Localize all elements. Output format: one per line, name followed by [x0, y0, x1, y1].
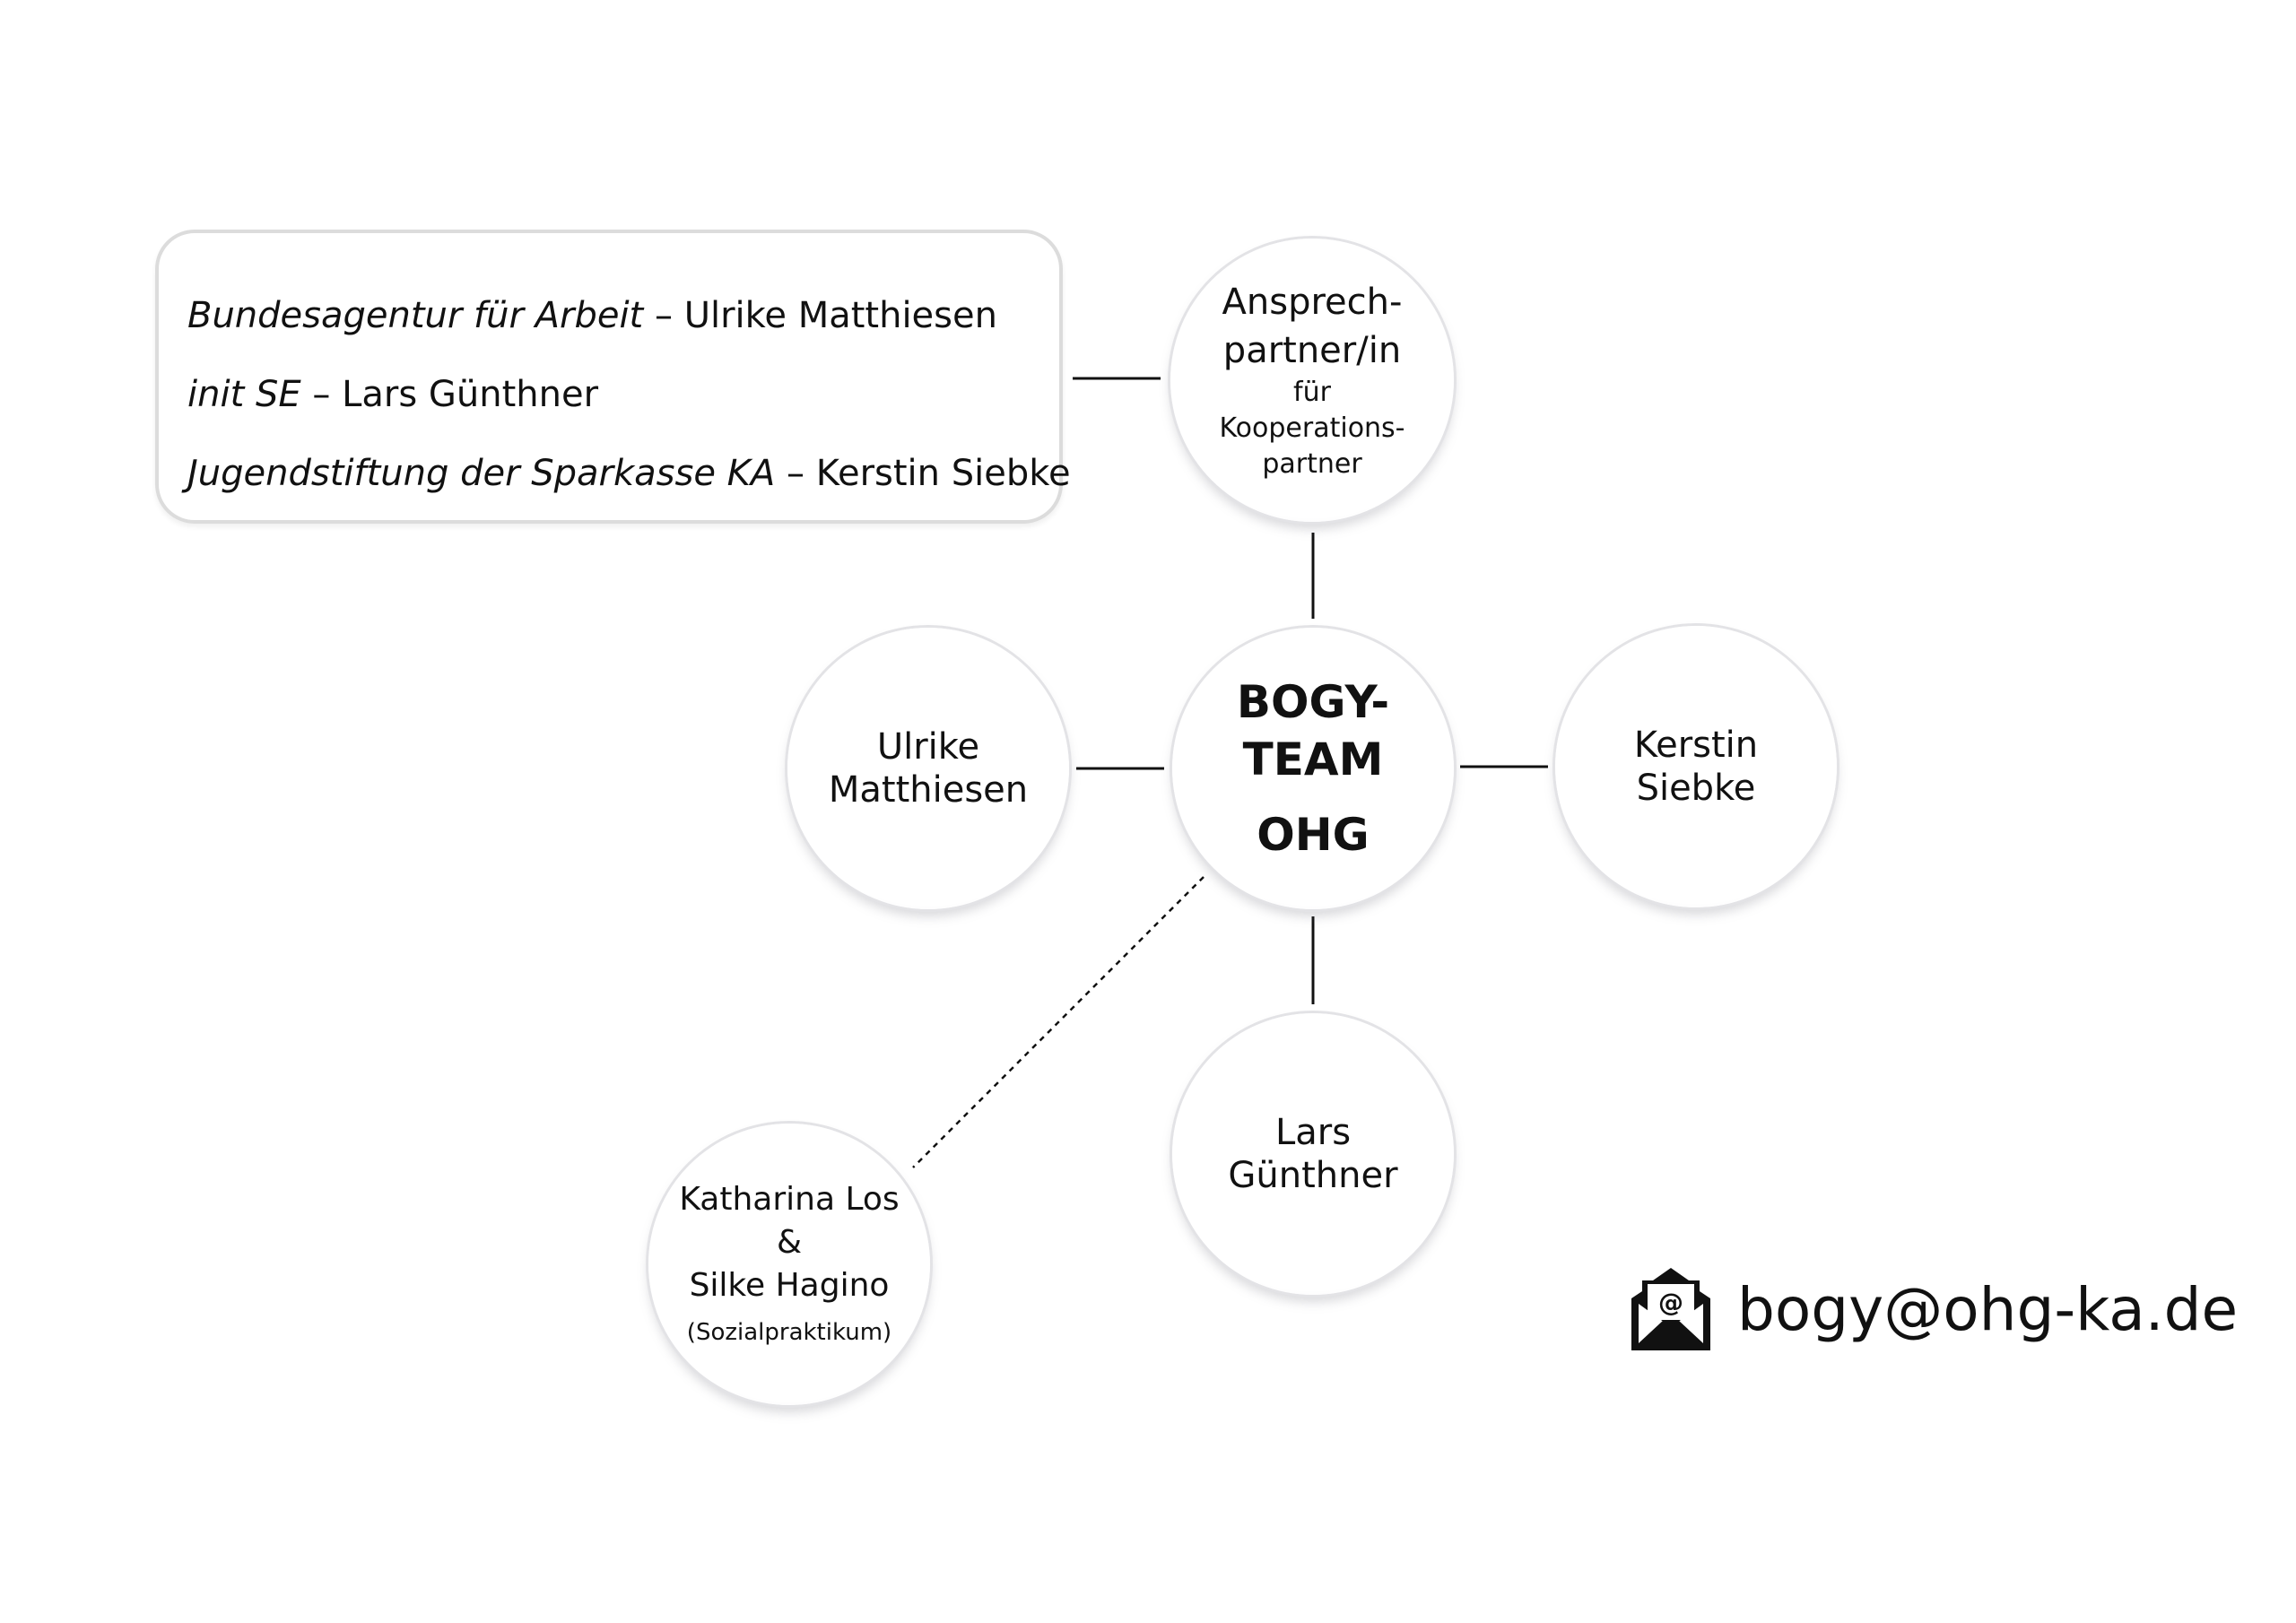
node-label: Silke Hagino — [689, 1267, 890, 1304]
node-label: Katharina Los — [679, 1181, 900, 1218]
node-label: BOGY- — [1236, 676, 1390, 728]
partner-org: Jugendstiftung der Sparkasse KA — [187, 453, 776, 494]
node-label: OHG — [1257, 809, 1370, 861]
email-address[interactable]: bogy@ohg-ka.de — [1737, 1274, 2239, 1344]
node-sublabel: für — [1293, 377, 1331, 408]
node-sublabel: Kooperations- — [1219, 412, 1405, 444]
node-label: Siebke — [1636, 768, 1756, 809]
partner-separator: – — [643, 295, 684, 336]
partner-separator: – — [775, 453, 816, 494]
node-label: Ulrike — [876, 726, 980, 768]
partner-org: Bundesagentur für Arbeit — [187, 295, 644, 336]
node-label: Lars — [1274, 1112, 1352, 1153]
partner-line-3: Jugendstiftung der Sparkasse KA – Kersti… — [187, 434, 1071, 513]
node-label: Kerstin — [1633, 725, 1759, 766]
node-label: Matthiesen — [828, 769, 1029, 811]
node-label: Günthner — [1228, 1155, 1398, 1196]
node-label: partner/in — [1222, 330, 1402, 371]
node-label: TEAM — [1242, 733, 1384, 785]
node-label: & — [776, 1224, 803, 1261]
partner-person: Lars Günthner — [342, 374, 599, 415]
node-label: Ansprech- — [1222, 282, 1403, 323]
partner-org: init SE — [187, 374, 301, 415]
partner-separator: – — [300, 374, 343, 415]
node-katharina-silke: Katharina Los & Silke Hagino (Sozialprak… — [648, 1124, 930, 1405]
node-contact-person: Ansprech- partner/in für Kooperations- p… — [1170, 239, 1454, 522]
partner-line-1: Bundesagentur für Arbeit – Ulrike Matthi… — [187, 276, 1059, 355]
svg-text:@: @ — [1658, 1288, 1683, 1317]
node-sublabel: partner — [1262, 448, 1362, 480]
node-ulrike-matthiesen: Ulrike Matthiesen — [787, 628, 1069, 909]
node-bogy-team: BOGY- TEAM OHG — [1172, 628, 1454, 909]
connector-center-katharina — [912, 876, 1205, 1168]
partner-line-2: init SE – Lars Günthner — [187, 355, 1059, 434]
cooperation-partners-box: Bundesagentur für Arbeit – Ulrike Matthi… — [155, 230, 1071, 524]
envelope-at-icon: @ — [1631, 1268, 1710, 1350]
node-sublabel: (Sozialpraktikum) — [686, 1319, 892, 1346]
node-lars-guenthner: Lars Günthner — [1172, 1013, 1454, 1295]
partner-person: Ulrike Matthiesen — [683, 295, 997, 336]
partner-person: Kerstin Siebke — [815, 453, 1071, 494]
email-contact: @ bogy@ohg-ka.de — [1628, 1263, 2238, 1356]
node-kerstin-siebke: Kerstin Siebke — [1555, 626, 1837, 907]
